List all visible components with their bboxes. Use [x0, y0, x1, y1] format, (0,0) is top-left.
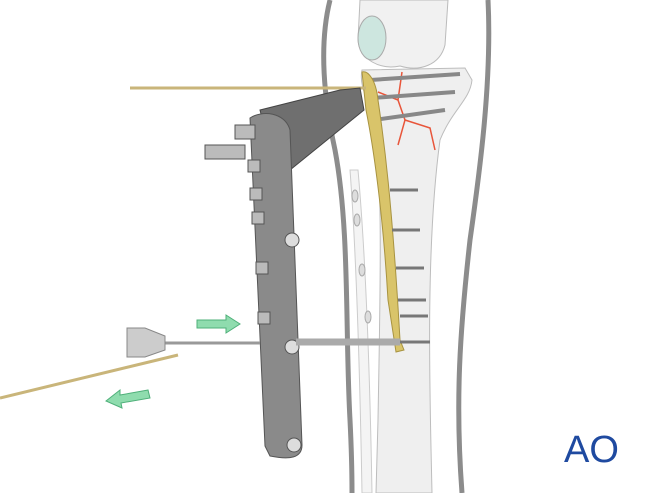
shaft-screws — [390, 188, 430, 344]
kirschner-wire-bottom — [0, 353, 179, 400]
guide-holes-on-bone — [351, 189, 372, 324]
proximal-screws — [369, 72, 461, 122]
arrow-left-icon — [105, 388, 151, 409]
bone-plate — [361, 71, 405, 353]
arrow-right-icon — [196, 314, 241, 334]
trocar-handle — [126, 327, 166, 358]
fibula — [349, 169, 373, 493]
guide-sleeves — [204, 124, 271, 325]
aiming-guide-bar — [249, 113, 303, 459]
guide-screws — [284, 232, 302, 453]
leg-outline-right — [456, 0, 492, 493]
ao-logo: AO — [564, 429, 619, 471]
leg-outline-left — [321, 0, 355, 493]
patella — [357, 15, 387, 61]
